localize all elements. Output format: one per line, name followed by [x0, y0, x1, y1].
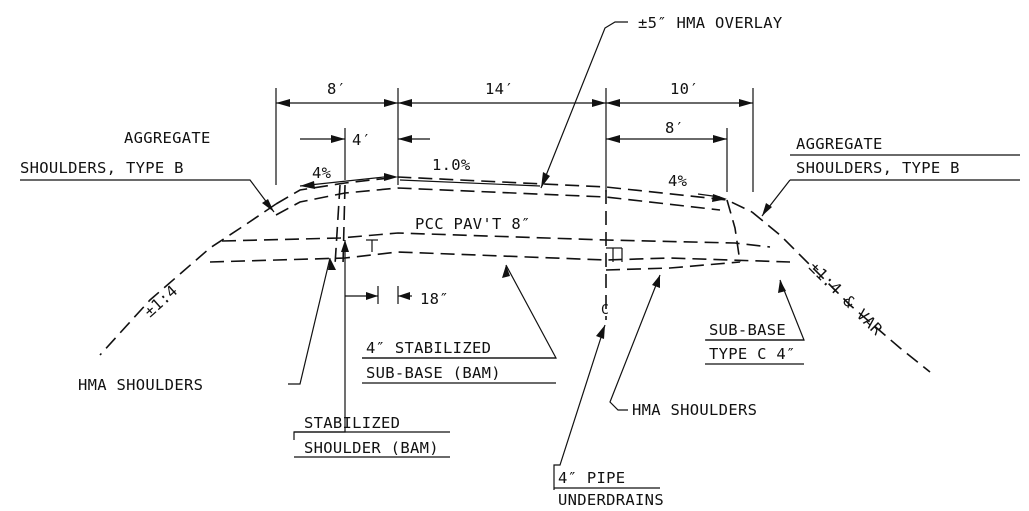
label-dim-8-right: 8′ [665, 119, 684, 137]
label-pipe-2: UNDERDRAINS [558, 491, 664, 509]
right-side-slope [751, 211, 931, 373]
right-shoulder-edge [726, 199, 741, 263]
subbase-c-line [605, 261, 741, 271]
subbase-bottom-line [209, 251, 791, 263]
label-side-slope-right: ±1:4 & VAR [805, 258, 886, 339]
label-stab-shoulder-2: SHOULDER (BAM) [304, 439, 439, 457]
label-right-aggregate-1: AGGREGATE [796, 135, 883, 153]
label-hma-overlay: ±5″ HMA OVERLAY [638, 14, 783, 32]
label-side-slope-left: ±1:4 [141, 282, 182, 321]
pcc-bottom-line [221, 232, 771, 248]
label-underlines [294, 154, 1020, 489]
label-dim-14: 14′ [485, 80, 514, 98]
label-pcc: PCC PAV'T 8″ [415, 215, 531, 233]
label-dim-8: 8′ [327, 80, 346, 98]
label-left-aggregate-1: AGGREGATE [124, 129, 211, 147]
label-dim-18: 18″ [420, 290, 449, 308]
label-stab-subbase-1: 4″ STABILIZED [366, 339, 491, 357]
label-dim-10: 10′ [670, 80, 699, 98]
pcc-top-line [275, 187, 721, 216]
leader-lines [20, 21, 1020, 490]
pavement-layers [99, 176, 931, 373]
label-pipe-1: 4″ PIPE [558, 469, 625, 487]
label-right-aggregate-2: SHOULDERS, TYPE B [796, 159, 960, 177]
label-slope-4-left: 4% [312, 164, 332, 182]
label-hma-shoulders-left: HMA SHOULDERS [78, 376, 203, 394]
label-subbase-1: SUB-BASE [709, 321, 786, 339]
label-dim-4: 4′ [352, 131, 371, 149]
label-stab-subbase-2: SUB-BASE (BAM) [366, 364, 501, 382]
label-hma-shoulders-right: HMA SHOULDERS [632, 401, 757, 419]
label-slope-1: 1.0% [432, 156, 471, 174]
label-subbase-2: TYPE C 4″ [709, 345, 796, 363]
dimension-lines [275, 88, 754, 304]
centerline-mark: C [601, 303, 609, 318]
labels: ±5″ HMA OVERLAY 8′ 14′ 10′ 4′ 8′ AGGREGA… [20, 14, 960, 509]
left-side-slope [99, 203, 277, 356]
label-left-aggregate-2: SHOULDERS, TYPE B [20, 159, 184, 177]
label-slope-4-right: 4% [668, 172, 688, 190]
label-stab-shoulder-1: STABILIZED [304, 414, 400, 432]
